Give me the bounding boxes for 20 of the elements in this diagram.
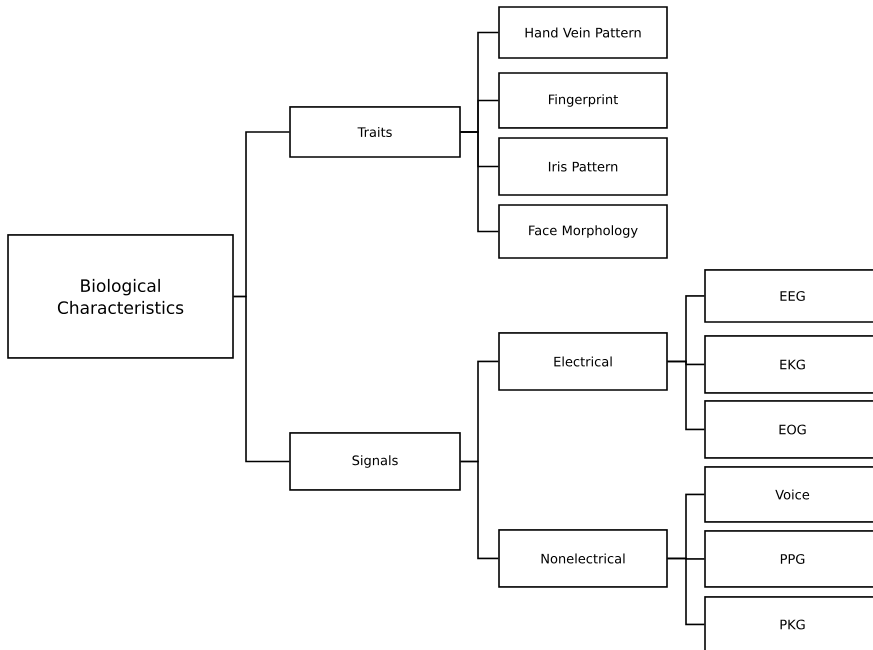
connector: [460, 460, 498, 560]
leaf-box: EEG: [704, 269, 873, 323]
category-box: Signals: [289, 432, 461, 491]
connector: [668, 558, 704, 626]
leaf-box: PKG: [704, 596, 873, 650]
category-box: Hand Vein Pattern: [498, 6, 668, 59]
category-box: Traits: [289, 106, 461, 158]
root-box: Biological Characteristics: [7, 234, 234, 359]
category-box: Nonelectrical: [498, 529, 668, 588]
connector: [234, 296, 290, 462]
leaf-box: EOG: [704, 400, 873, 459]
leaf-box: EKG: [704, 335, 873, 394]
category-box: Fingerprint: [498, 72, 668, 129]
leaf-box: PPG: [704, 530, 873, 588]
connector: [460, 131, 498, 232]
category-box: Iris Pattern: [498, 137, 668, 196]
connector: [668, 360, 704, 430]
leaf-box: Voice: [704, 466, 873, 523]
category-box: Electrical: [498, 332, 668, 391]
category-box: Face Morphology: [498, 204, 668, 259]
